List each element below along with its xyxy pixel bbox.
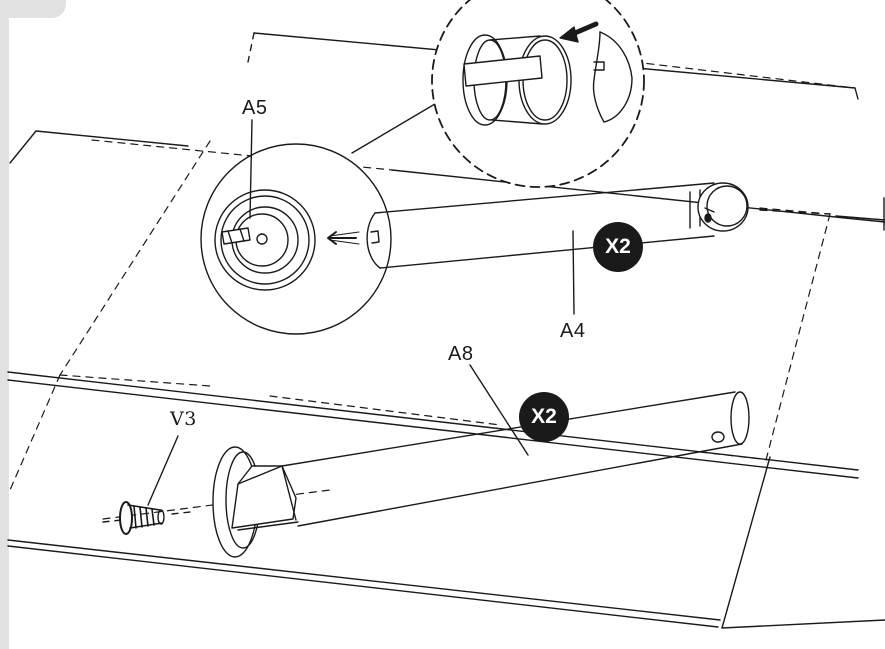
label-v3: V3 xyxy=(170,408,197,430)
dashed-zoom-circle xyxy=(431,0,645,188)
label-a4: A4 xyxy=(560,320,586,342)
label-a5: A5 xyxy=(242,97,268,119)
page-side-strip xyxy=(0,0,9,649)
zoom-callout-lines xyxy=(351,100,441,154)
screw-v3 xyxy=(102,435,191,535)
label-a8: A8 xyxy=(448,343,474,365)
detail-magnifier xyxy=(200,119,392,335)
step-number-tab xyxy=(0,0,66,18)
tube-a8 xyxy=(212,364,750,558)
tube-a4 xyxy=(366,182,831,315)
quantity-badge-upper: X2 xyxy=(593,222,643,272)
dashed-guide-lines xyxy=(9,57,856,520)
quantity-badge-lower: X2 xyxy=(519,392,569,442)
lower-base-panel xyxy=(7,130,885,629)
